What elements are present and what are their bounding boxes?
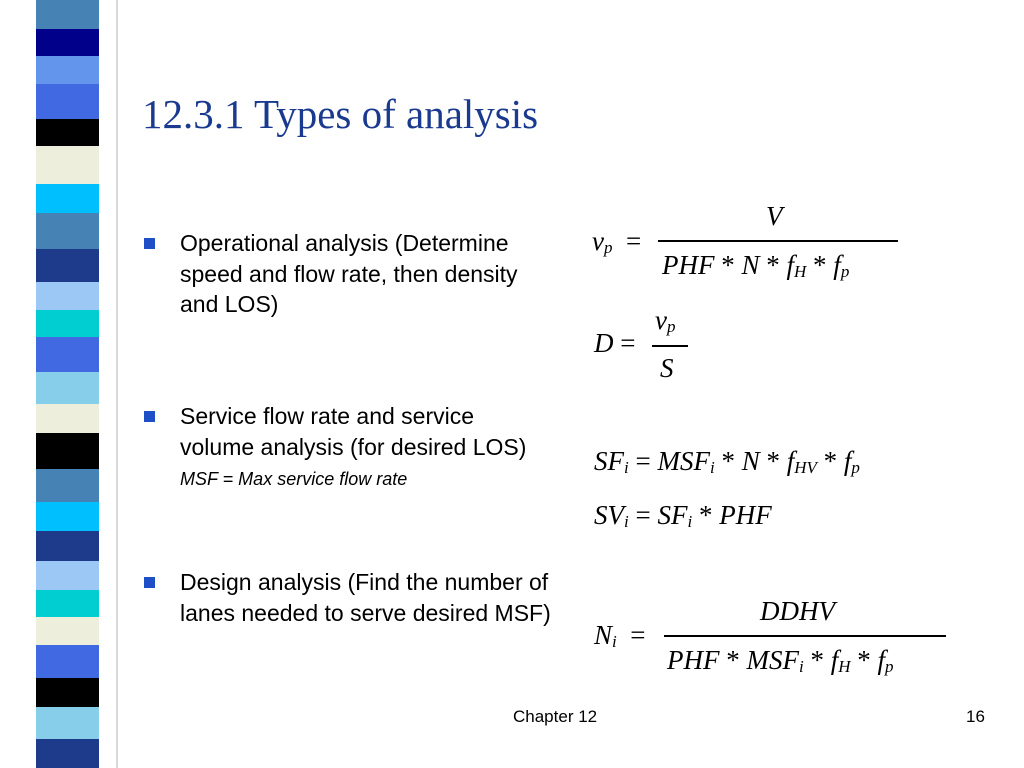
decorative-stripe-bar (36, 0, 99, 768)
eq-density-denominator: S (660, 353, 674, 383)
bullet-main-text: Service flow rate and service volume ana… (180, 403, 527, 460)
left-divider-line (116, 0, 118, 768)
bullet-design-analysis: Design analysis (Find the number of lane… (142, 567, 552, 628)
eq-service-flow: SFi = MSFi * N * fHV * fp (594, 446, 860, 477)
eq-lanes-numerator: DDHV (760, 596, 835, 626)
stripe-segment (36, 55, 99, 85)
stripe-segment (36, 739, 99, 768)
stripe-segment (36, 432, 99, 470)
stripe-segment (36, 281, 99, 311)
stripe-segment (36, 469, 99, 502)
eq-vp-lhs: vp = (592, 226, 642, 257)
stripe-segment (36, 678, 99, 707)
bullet-square-icon (144, 411, 155, 422)
stripe-segment (36, 145, 99, 184)
stripe-segment (36, 337, 99, 372)
stripe-segment (36, 645, 99, 679)
stripe-segment (36, 371, 99, 405)
bullet-square-icon (144, 238, 155, 249)
bullet-text: Design analysis (Find the number of lane… (180, 569, 551, 626)
stripe-segment (36, 310, 99, 338)
stripe-segment (36, 118, 99, 146)
eq-service-volume: SVi = SFi * PHF (594, 500, 772, 531)
footer-chapter-label: Chapter 12 (513, 707, 598, 726)
eq-lanes-lhs: Ni = (594, 620, 646, 651)
bullet-service-flow-analysis: Service flow rate and service volume ana… (142, 401, 552, 495)
stripe-segment (36, 501, 99, 531)
eq-lanes-fraction-line (664, 635, 946, 637)
stripe-segment (36, 248, 99, 282)
footer-page-number: 16 (966, 707, 985, 726)
stripe-segment (36, 84, 99, 119)
stripe-segment (36, 0, 99, 29)
stripe-segment (36, 706, 99, 740)
stripe-segment (36, 616, 99, 646)
stripe-segment (36, 561, 99, 590)
stripe-segment (36, 589, 99, 617)
eq-vp-fraction-line (658, 240, 898, 242)
bullet-square-icon (144, 577, 155, 588)
slide-title: 12.3.1 Types of analysis (142, 91, 539, 137)
eq-lanes-denominator: PHF * MSFi * fH * fp (667, 645, 894, 676)
stripe-segment (36, 28, 99, 56)
stripe-segment (36, 183, 99, 213)
stripe-segment (36, 530, 99, 562)
eq-density-numerator: vp (655, 305, 676, 336)
eq-density-fraction-line (652, 345, 688, 347)
bullet-text: Operational analysis (Determine speed an… (180, 230, 518, 317)
stripe-segment (36, 212, 99, 249)
eq-vp-numerator: V (766, 201, 783, 231)
eq-density-lhs: D = (594, 328, 636, 358)
bullet-note: MSF = Max service flow rate (180, 469, 408, 489)
bullet-operational-analysis: Operational analysis (Determine speed an… (142, 228, 552, 320)
eq-vp-denominator: PHF * N * fH * fp (662, 250, 850, 281)
stripe-segment (36, 404, 99, 433)
bullet-text: Service flow rate and service volume ana… (180, 401, 552, 495)
